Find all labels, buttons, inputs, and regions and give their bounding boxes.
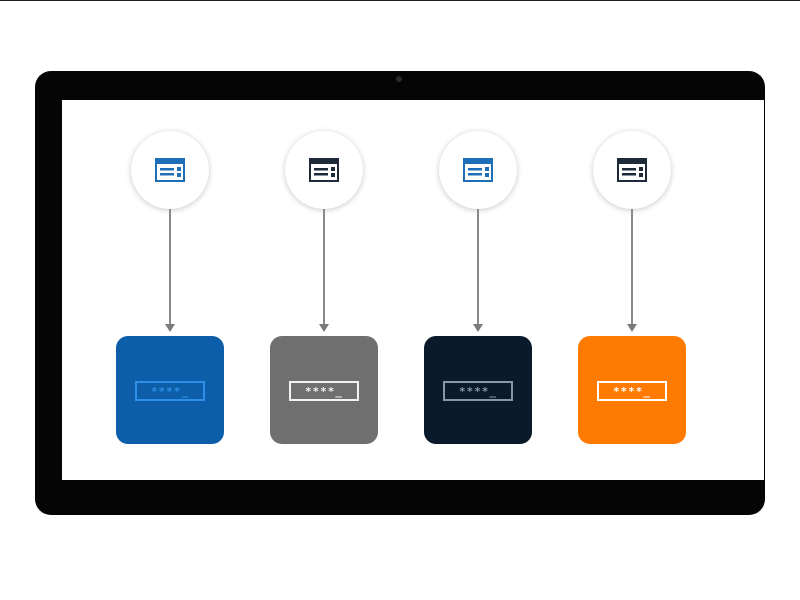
- password-tile-orange: ****_: [578, 336, 686, 444]
- password-tile-blue: ****_: [116, 336, 224, 444]
- browser-icon-circle: [131, 131, 209, 209]
- monitor-screen: ****_ ****_: [62, 100, 764, 480]
- arrow-down-icon: [627, 324, 637, 332]
- top-divider: [0, 0, 800, 1]
- password-field-icon: ****_: [443, 381, 513, 401]
- password-field-icon: ****_: [135, 381, 205, 401]
- browser-icon-circle: [285, 131, 363, 209]
- flow-column-orange: ****_: [572, 100, 692, 480]
- connector-line: [477, 209, 479, 326]
- arrow-down-icon: [319, 324, 329, 332]
- connector-line: [631, 209, 633, 326]
- password-tile-gray: ****_: [270, 336, 378, 444]
- browser-window-icon: [463, 158, 493, 182]
- browser-window-icon: [617, 158, 647, 182]
- password-field-icon: ****_: [597, 381, 667, 401]
- connector-line: [169, 209, 171, 326]
- arrow-down-icon: [165, 324, 175, 332]
- flow-column-blue: ****_: [110, 100, 230, 480]
- password-mask: ****_: [304, 384, 344, 398]
- flow-column-gray: ****_: [264, 100, 384, 480]
- browser-window-icon: [155, 158, 185, 182]
- webcam-dot: [396, 76, 402, 82]
- password-mask: ****_: [458, 384, 498, 398]
- browser-icon-circle: [593, 131, 671, 209]
- arrow-down-icon: [473, 324, 483, 332]
- password-tile-navy: ****_: [424, 336, 532, 444]
- browser-window-icon: [309, 158, 339, 182]
- flow-column-navy: ****_: [418, 100, 538, 480]
- connector-line: [323, 209, 325, 326]
- password-field-icon: ****_: [289, 381, 359, 401]
- password-mask: ****_: [612, 384, 652, 398]
- browser-icon-circle: [439, 131, 517, 209]
- password-mask: ****_: [150, 384, 190, 398]
